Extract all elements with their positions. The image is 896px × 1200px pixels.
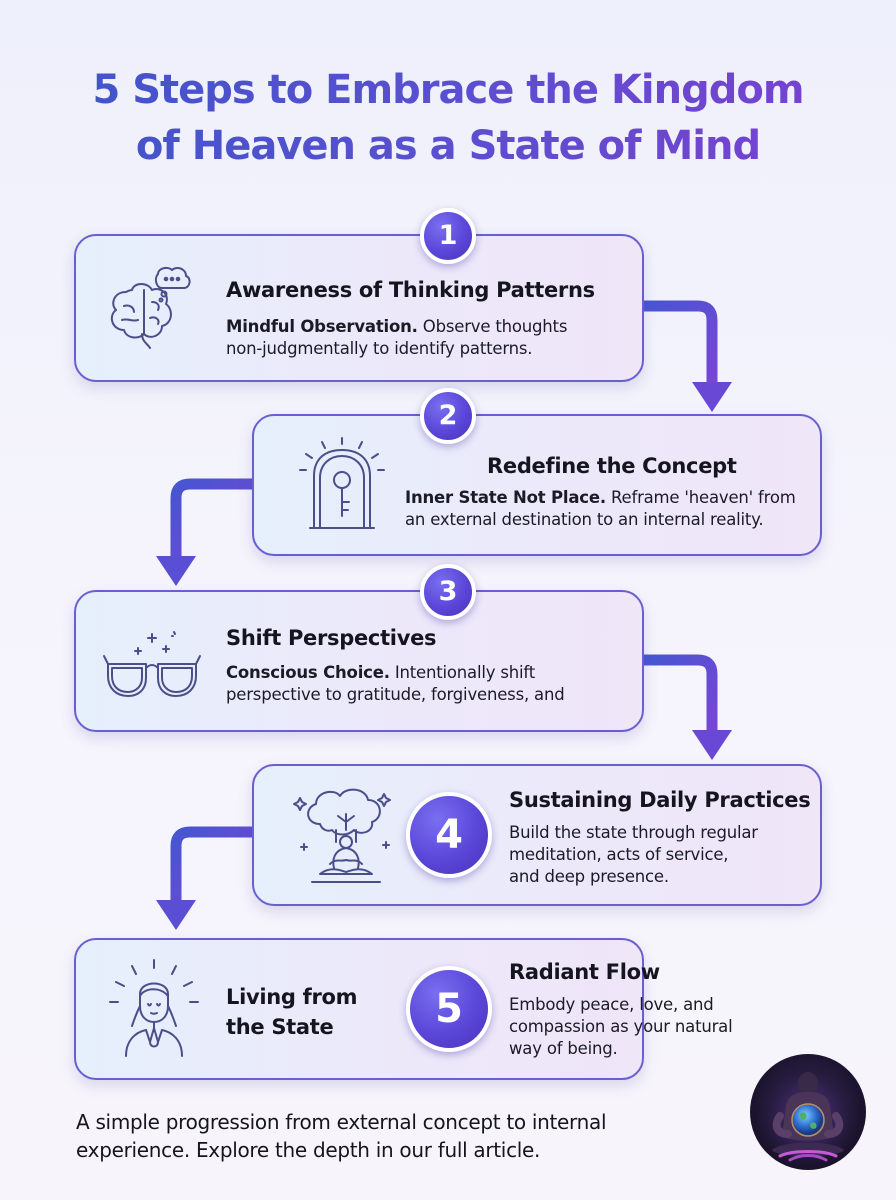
step-4-description-line3: and deep presence. [509,867,669,886]
step-2-number-badge: 2 [420,388,476,444]
footer-line1: A simple progression from external conce… [76,1110,607,1134]
step-3-description-line1: Intentionally shift [389,663,535,682]
step-3-number-badge: 3 [420,564,476,620]
step-5-label-line2: the State [226,1015,334,1039]
step-4-description-line2: meditation, acts of service, [509,845,729,864]
arrow-step2-to-step3 [156,478,254,586]
step-5-label-line1: Living from [226,985,358,1009]
step-2-description-line1: Reframe 'heaven' from [605,488,796,507]
step-3-description: Conscious Choice. Intentionally shift pe… [226,662,565,706]
arrow-step3-to-step4 [644,654,732,760]
step-5-number-badge: 5 [406,966,492,1052]
meditating-tree-icon [290,784,400,888]
step-2-description: Inner State Not Place. Reframe 'heaven' … [405,487,796,531]
step-4-title: Sustaining Daily Practices [509,788,811,812]
step-5-description: Embody peace, love, and compassion as yo… [509,994,733,1060]
footer-line2: experience. Explore the depth in our ful… [76,1138,541,1162]
step-5-title: Radiant Flow [509,960,660,984]
step-2-title: Redefine the Concept [487,454,737,478]
step-5-description-line2: compassion as your natural [509,1017,733,1036]
arrow-step1-to-step2 [640,300,732,412]
meditating-globe-avatar [750,1054,866,1170]
step-3-description-line2: perspective to gratitude, forgiveness, a… [226,685,565,704]
step-5-label: Living from the State [226,982,358,1042]
key-door-icon [292,434,392,534]
step-5-description-line3: way of being. [509,1039,618,1058]
step-2-description-line2: an external destination to an internal r… [405,510,764,529]
glasses-icon [102,620,202,700]
meditating-globe-icon [752,1058,864,1170]
step-5-description-line1: Embody peace, love, and [509,995,714,1014]
step-1-description: Mindful Observation. Observe thoughts no… [226,316,567,360]
brain-thought-icon [104,262,196,354]
praying-person-icon [104,956,204,1060]
step-1-description-line1: Observe thoughts [417,317,568,336]
step-1-description-lead: Mindful Observation. [226,317,418,336]
step-3-description-lead: Conscious Choice. [226,663,390,682]
step-2-description-lead: Inner State Not Place. [405,488,606,507]
step-4-description: Build the state through regular meditati… [509,822,758,888]
step-4-description-line1: Build the state through regular [509,823,758,842]
footer-text: A simple progression from external conce… [76,1108,716,1164]
step-4-number-badge: 4 [406,792,492,878]
step-1-number-badge: 1 [420,208,476,264]
arrow-step4-to-step5 [156,826,252,930]
step-1-description-line2: non-judgmentally to identify patterns. [226,339,533,358]
step-3-card [74,590,644,732]
step-3-title: Shift Perspectives [226,626,437,650]
step-1-title: Awareness of Thinking Patterns [226,278,595,302]
